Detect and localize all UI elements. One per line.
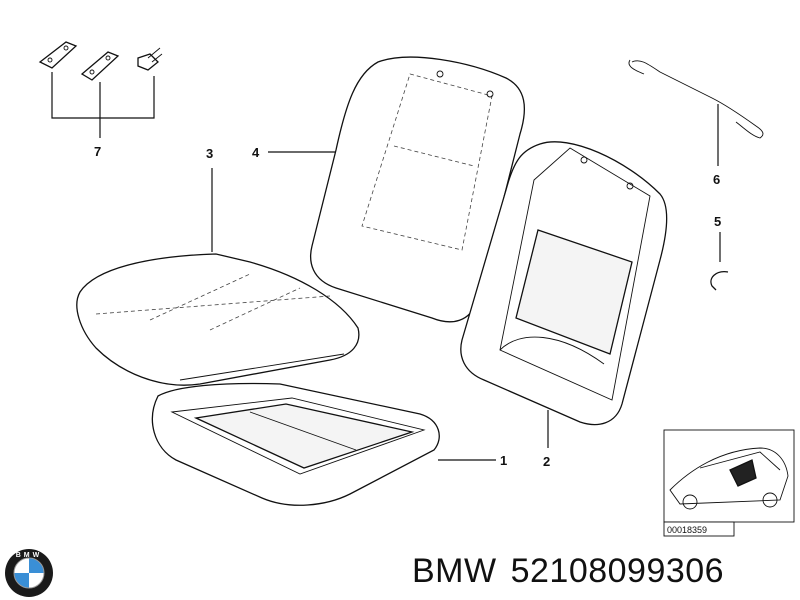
callout-4: 4 — [252, 145, 260, 160]
callout-7: 7 — [94, 144, 101, 159]
inset-code: 00018359 — [667, 525, 707, 535]
brand-name: BMW — [412, 552, 497, 590]
part-number: 52108099306 — [510, 552, 725, 590]
inset-vehicle-thumbnail: 00018359 — [663, 429, 795, 537]
part-3-seat-cover — [76, 253, 360, 386]
part-6-cable — [628, 59, 764, 139]
bmw-logo-text: BMW — [15, 552, 43, 559]
callout-2: 2 — [543, 454, 550, 469]
callout-6: 6 — [713, 172, 720, 187]
part-5-clip — [710, 271, 729, 291]
callout-7-leader — [51, 72, 155, 138]
bmw-logo — [5, 549, 53, 597]
part-7-hardware — [38, 41, 163, 81]
part-1-seat-pan — [151, 382, 440, 506]
callout-5: 5 — [714, 214, 721, 229]
callout-1: 1 — [500, 453, 507, 468]
catalog-caption: BMW 52108099306 — [412, 552, 792, 591]
part-2-backrest-frame — [460, 141, 668, 426]
callout-3: 3 — [206, 146, 213, 161]
part-4-backrest-cover — [310, 56, 526, 323]
